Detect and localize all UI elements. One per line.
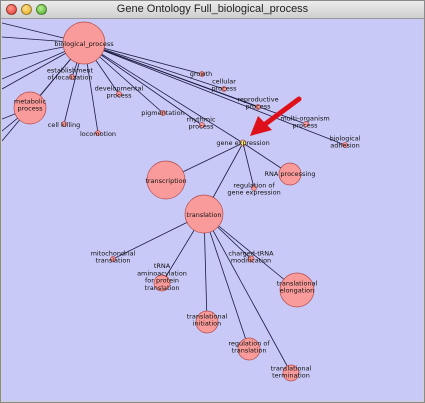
node-growth[interactable]: [199, 71, 205, 77]
red-arrow-head: [250, 116, 272, 136]
node-translational-elongation[interactable]: [279, 272, 315, 308]
node-pigmentation[interactable]: [160, 110, 166, 116]
node-label-translation: translation: [187, 211, 222, 219]
node-reproductive-process[interactable]: [255, 104, 261, 110]
node-label-rna-processing: RNA processing: [265, 170, 316, 178]
node-charged-trna-modification[interactable]: [247, 255, 255, 263]
node-regulation-of-translation[interactable]: [237, 337, 261, 361]
node-translational-initiation[interactable]: [195, 310, 219, 334]
graph-edge-translation-to-regulation-of-translation: [203, 213, 250, 350]
node-cellular-process[interactable]: [221, 86, 227, 92]
node-cell-killing[interactable]: [61, 121, 67, 127]
node-label-cell-killing: cell killing: [48, 121, 80, 129]
node-trna-aminoacylation[interactable]: [153, 274, 171, 292]
node-developmental-process[interactable]: [116, 91, 122, 97]
red-arrow-icon: [250, 96, 302, 136]
title-bar[interactable]: Gene Ontology Full_biological_process: [1, 1, 424, 19]
node-rna-processing[interactable]: [278, 162, 302, 186]
node-label-growth: growth: [190, 70, 213, 78]
node-label-transcription: transcription: [145, 177, 186, 185]
window-title: Gene Ontology Full_biological_process: [116, 3, 309, 15]
node-translation[interactable]: [184, 194, 224, 234]
node-biological-adhesion[interactable]: [342, 142, 348, 148]
graph-edge-biological-process-to-gene-expression: [83, 42, 244, 144]
node-rhythmic-process[interactable]: [199, 122, 205, 128]
node-establishment-of-localization[interactable]: [69, 74, 75, 80]
node-translational-termination[interactable]: [282, 364, 300, 382]
graph-nodes: [13, 21, 348, 382]
graph-edge-biological-process-to-multi-organism-process: [83, 42, 307, 125]
node-regulation-of-gene-expression[interactable]: [251, 185, 257, 191]
node-label-locomotion: locomotion: [80, 130, 116, 138]
node-locomotion[interactable]: [95, 130, 101, 136]
node-biological-process[interactable]: [62, 21, 106, 65]
zoom-window-icon[interactable]: [36, 4, 47, 15]
graph-edge-translation-to-translational-elongation: [203, 213, 298, 291]
node-mitochondrial-translation[interactable]: [110, 256, 116, 262]
red-arrow-shaft: [261, 96, 302, 128]
graph-edge-biological-process-to-cellular-process: [83, 42, 225, 90]
node-metabolic-process[interactable]: [13, 91, 47, 125]
close-window-icon[interactable]: [6, 4, 17, 15]
graph-edge-biological-process-to-biological-adhesion: [83, 42, 346, 146]
node-multi-organism-process[interactable]: [303, 121, 309, 127]
node-label-gene-expression: gene expression: [216, 139, 269, 147]
node-label-biological-process: biological_process: [54, 40, 114, 48]
graph-edge-gene-expression-to-regulation-of-gene-expression: [242, 142, 255, 189]
node-gene-expression[interactable]: [239, 139, 247, 147]
minimize-window-icon[interactable]: [21, 4, 32, 15]
graph-edge-translation-to-translational-termination: [203, 213, 292, 374]
graph-edge-biological-process-to-rhythmic-process: [83, 42, 203, 126]
node-label-pigmentation: pigmentation: [141, 109, 185, 117]
node-transcription[interactable]: [146, 160, 186, 200]
